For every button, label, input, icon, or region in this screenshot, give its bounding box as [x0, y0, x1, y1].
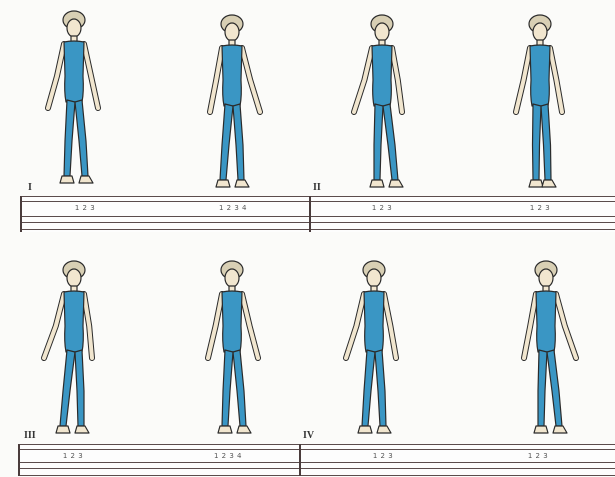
count-label: 1 2 3	[372, 204, 392, 212]
count-label: 1 2 3	[63, 452, 83, 460]
dancer-figure-drawing	[498, 10, 578, 195]
figure-4	[498, 10, 578, 195]
dancer-figure-drawing	[38, 256, 118, 441]
figure-5	[38, 256, 118, 441]
dancer-figure-drawing	[340, 256, 420, 441]
figure-2	[188, 10, 268, 195]
figure-3	[348, 10, 428, 195]
section-label-4: IV	[303, 430, 314, 441]
count-label: 1 2 3	[528, 452, 548, 460]
dancer-figure-drawing	[38, 6, 118, 191]
count-label: 1 2 3	[373, 452, 393, 460]
panel-top: I II 1 2 3 1 2 3 4 1 2 3 1 2 3	[0, 0, 615, 240]
dancer-figure-drawing	[348, 10, 428, 195]
section-label-1: I	[28, 182, 32, 193]
figure-1	[38, 6, 118, 191]
figure-6	[188, 256, 268, 441]
dancer-figure-drawing	[500, 256, 580, 441]
count-label: 1 2 3 4	[214, 452, 242, 460]
section-label-3: III	[24, 430, 36, 441]
count-label: 1 2 3	[75, 204, 95, 212]
exposure-staff-bottom: 1 2 3 1 2 3 4 1 2 3 1 2 3	[18, 444, 615, 476]
dancer-figure-drawing	[188, 256, 268, 441]
exposure-staff-top: 1 2 3 1 2 3 4 1 2 3 1 2 3	[20, 196, 615, 232]
count-label: 1 2 3 4	[219, 204, 247, 212]
panel-bottom: III IV 1 2 3 1 2 3 4 1 2 3 1 2 3	[0, 240, 615, 477]
figure-8	[500, 256, 580, 441]
count-label: 1 2 3	[530, 204, 550, 212]
section-label-2: II	[313, 182, 321, 193]
dancer-figure-drawing	[188, 10, 268, 195]
figure-7	[340, 256, 420, 441]
